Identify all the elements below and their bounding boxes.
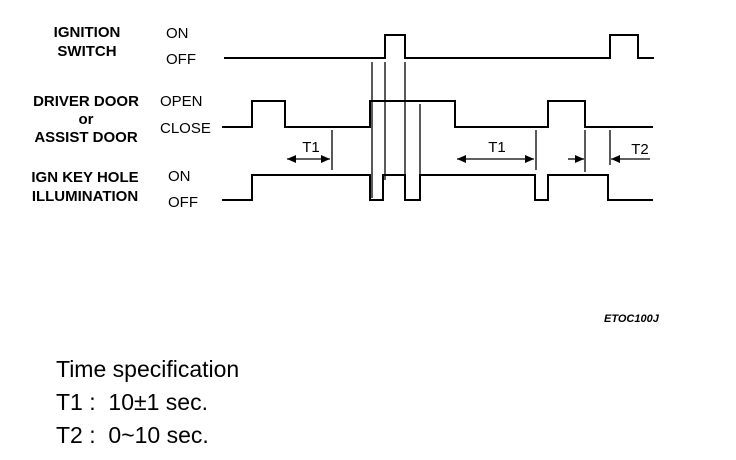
- time-spec-t1: T1 : 10±1 sec.: [56, 389, 208, 415]
- key-illumination-title-line2: ILLUMINATION: [32, 188, 138, 205]
- t1-second-arrow-right: [525, 155, 534, 163]
- door-title-line3: ASSIST DOOR: [34, 129, 138, 146]
- t1-first-arrow-right: [321, 155, 330, 163]
- door-close-label: CLOSE: [160, 120, 211, 137]
- figure-code: ETOC100J: [604, 313, 660, 325]
- ignition-switch-title-line2: SWITCH: [57, 43, 116, 60]
- illumination-waveform: [222, 174, 653, 201]
- door-open-label: OPEN: [160, 93, 203, 110]
- ignition-switch-waveform: [224, 34, 654, 59]
- t2-arrow-right: [611, 155, 620, 163]
- ignition-off-label: OFF: [166, 51, 196, 68]
- t2-label: T2: [631, 141, 649, 158]
- t1-second-label: T1: [488, 139, 506, 156]
- illumination-off-label: OFF: [168, 194, 198, 211]
- t1-first-arrow-left: [287, 155, 296, 163]
- door-title-line2: or: [79, 111, 94, 128]
- time-spec-title: Time specification: [56, 356, 240, 382]
- time-spec-t2: T2 : 0~10 sec.: [56, 422, 209, 448]
- ignition-on-label: ON: [166, 25, 189, 42]
- door-title: DRIVER DOOR: [33, 93, 139, 110]
- illumination-on-label: ON: [168, 168, 191, 185]
- t1-second-arrow-left: [457, 155, 466, 163]
- key-illumination-title: IGN KEY HOLE: [31, 169, 138, 186]
- ignition-switch-title: IGNITION: [54, 24, 121, 41]
- door-waveform: [222, 100, 653, 128]
- t2-arrow-left: [575, 155, 584, 163]
- t1-first-label: T1: [302, 139, 320, 156]
